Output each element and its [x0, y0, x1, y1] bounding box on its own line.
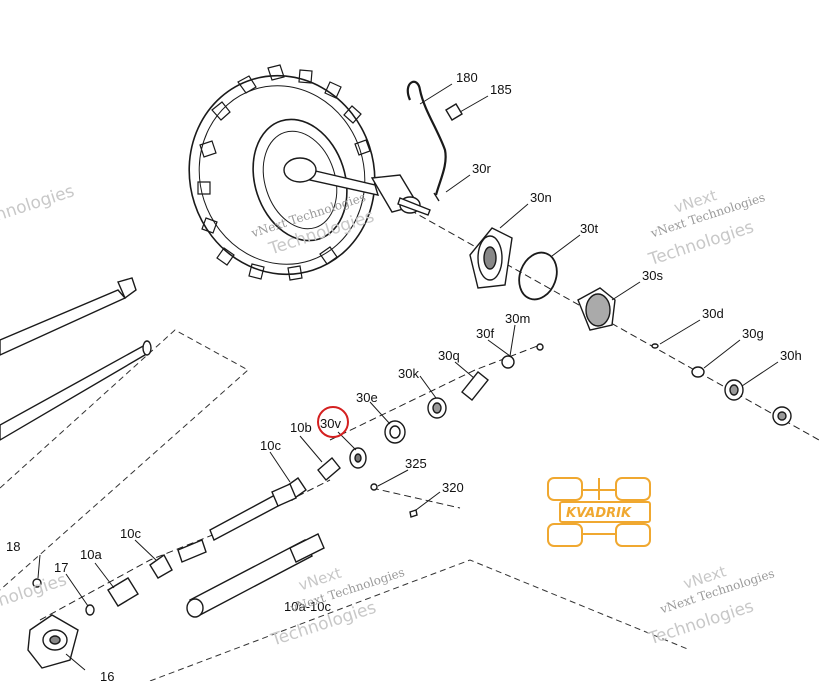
- nut-30f: [501, 355, 515, 369]
- leader-lines: [37, 83, 779, 671]
- callout-320[interactable]: 320: [442, 480, 464, 495]
- small-parts-right: [651, 343, 792, 426]
- ring-30g: [691, 366, 705, 378]
- bolt-320: [409, 509, 418, 518]
- pin-30d: [651, 343, 659, 349]
- callout-10c-mid[interactable]: 10c: [120, 526, 141, 541]
- watermark-bottom-right: vNext vNext Technologies Technologies: [645, 562, 776, 649]
- callout-30q[interactable]: 30q: [438, 348, 460, 363]
- callout-10b[interactable]: 10b: [290, 420, 312, 435]
- wheel-assembly: [188, 64, 376, 281]
- callout-30g[interactable]: 30g: [742, 326, 764, 341]
- assembly-axis-lines: [39, 209, 819, 621]
- nut-18: [32, 578, 42, 588]
- watermark-line-2e: Technologies: [0, 181, 77, 234]
- callout-30r[interactable]: 30r: [472, 161, 491, 176]
- lower-left-parts: [27, 577, 139, 669]
- clip-185: [445, 103, 463, 121]
- frame-dashed-outlines: [0, 329, 691, 681]
- watermark-line-2f: Technologies: [0, 570, 69, 623]
- hub-30n: [469, 227, 513, 289]
- callout-30e[interactable]: 30e: [356, 390, 378, 405]
- callout-30k[interactable]: 30k: [398, 366, 419, 381]
- callout-30n[interactable]: 30n: [530, 190, 552, 205]
- yoke-10b: [317, 456, 341, 482]
- logo-wordmark: KVADRIK: [566, 506, 632, 521]
- callout-30m[interactable]: 30m: [505, 311, 530, 326]
- callout-185[interactable]: 185: [490, 82, 512, 97]
- callout-30t[interactable]: 30t: [580, 221, 598, 236]
- watermark-left-bottom: Technologies: [0, 570, 69, 623]
- callout-18[interactable]: 18: [6, 539, 20, 554]
- callout-16[interactable]: 16: [100, 669, 114, 681]
- watermark-left-edge: Technologies: [0, 181, 77, 234]
- callout-30f[interactable]: 30f: [476, 326, 494, 341]
- callout-10a-10c[interactable]: 10a-10c: [284, 599, 331, 614]
- ring-30e: [384, 420, 406, 444]
- clip-17: [85, 604, 95, 616]
- callout-30h[interactable]: 30h: [780, 348, 802, 363]
- callout-10a[interactable]: 10a: [80, 547, 102, 562]
- drive-axle-left: [0, 277, 152, 441]
- washer-30m: [536, 343, 544, 351]
- nut-325: [370, 483, 378, 491]
- callout-30d[interactable]: 30d: [702, 306, 724, 321]
- shaft-30q: [461, 371, 489, 401]
- driveshafts: [149, 483, 325, 618]
- half-shaft: [283, 157, 431, 216]
- callout-30v[interactable]: 30v: [320, 416, 341, 431]
- yoke-10a: [107, 577, 139, 607]
- o-ring-30t: [518, 251, 558, 301]
- callout-180[interactable]: 180: [456, 70, 478, 85]
- brake-line-180: [406, 80, 447, 202]
- kvadrik-logo: KVADRIK: [547, 477, 651, 547]
- highlight-circle-30v: [317, 406, 349, 438]
- differential-30s: [577, 287, 616, 331]
- callout-17[interactable]: 17: [54, 560, 68, 575]
- callout-labels: 180 185 30r 30n 30t 30s 30d 30g 30h 30m …: [6, 70, 802, 681]
- callout-10c-top[interactable]: 10c: [260, 438, 281, 453]
- watermark-top-right: vNext vNext Technologies Technologies: [645, 186, 766, 270]
- callout-30s[interactable]: 30s: [642, 268, 663, 283]
- callout-325[interactable]: 325: [405, 456, 427, 471]
